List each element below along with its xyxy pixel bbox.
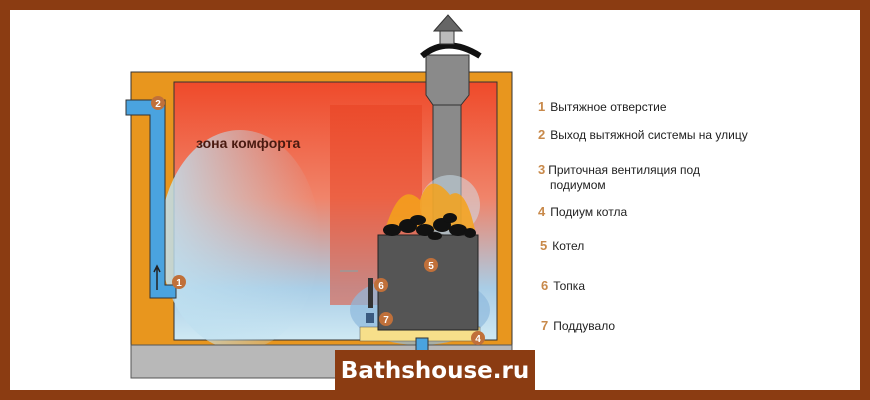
watermark: Bathshouse.ru — [335, 350, 535, 390]
legend-number: 1 — [538, 99, 546, 114]
legend-text: Поддувало — [553, 319, 615, 333]
svg-text:2: 2 — [155, 99, 161, 110]
svg-text:7: 7 — [383, 315, 389, 326]
firebox-door — [368, 278, 373, 308]
legend-text: Топка — [553, 279, 585, 293]
stones — [383, 213, 476, 240]
legend-number: 3 — [538, 162, 546, 177]
legend-text: Приточная вентиляция под подиумом — [548, 163, 700, 192]
legend-number: 6 — [541, 278, 549, 293]
marker-4: 4 — [471, 331, 485, 345]
boiler — [377, 234, 479, 331]
svg-text:6: 6 — [378, 281, 384, 292]
legend-item-4: 4 Подиум котла — [538, 204, 627, 220]
svg-text:5: 5 — [428, 261, 434, 272]
legend-item-1: 1 Вытяжное отверстие — [538, 99, 667, 115]
marker-2: 2 — [151, 96, 165, 110]
legend-item-7: 7 Поддувало — [541, 318, 615, 334]
marker-5: 5 — [424, 258, 438, 272]
legend-text: Подиум котла — [550, 205, 628, 219]
legend-text: Котел — [552, 239, 585, 253]
cool-air-zone — [160, 130, 320, 350]
airflow-arrow-icon — [153, 264, 161, 290]
marker-1: 1 — [172, 275, 186, 289]
svg-text:1: 1 — [176, 278, 182, 289]
legend-text: Вытяжное отверстие — [550, 100, 667, 114]
svg-text:4: 4 — [475, 334, 481, 345]
legend-number: 5 — [540, 238, 548, 253]
legend-number: 2 — [538, 127, 546, 142]
marker-6: 6 — [374, 278, 388, 292]
legend-item-5: 5 Котел — [540, 238, 584, 254]
chimney-cap — [432, 14, 464, 32]
legend-item-2: 2 Выход вытяжной системы на улицу — [538, 127, 748, 143]
legend-item-6: 6 Топка — [541, 278, 585, 294]
chimney-cap-stem — [439, 29, 455, 45]
comfort-zone-label: зона комфорта — [196, 135, 300, 151]
exhaust-pipe — [125, 99, 177, 299]
roof-line — [420, 42, 482, 59]
ash-pit-door — [366, 313, 374, 323]
legend-text: Выход вытяжной системы на улицу — [550, 128, 748, 142]
chimney-top — [425, 54, 470, 106]
legend-number: 4 — [538, 204, 546, 219]
legend-number: 7 — [541, 318, 549, 333]
marker-7: 7 — [379, 312, 393, 326]
